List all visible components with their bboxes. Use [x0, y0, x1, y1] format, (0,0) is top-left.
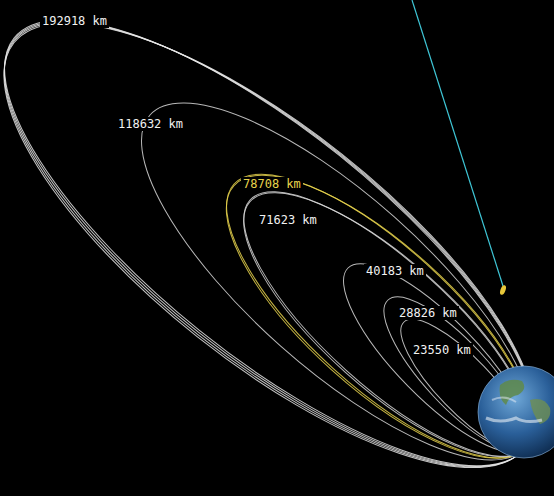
orbit-apogee-label: 40183 km: [364, 264, 426, 278]
earth-globe: [478, 366, 554, 458]
orbit-apogee-label: 78708 km: [241, 177, 303, 191]
orbit-ellipse: [186, 132, 554, 496]
orbit-ellipse: [187, 132, 554, 496]
orbit-apogee-label: 28826 km: [397, 306, 459, 320]
orbit-apogee-label: 23550 km: [411, 343, 473, 357]
orbit-apogee-label: 192918 km: [40, 14, 109, 28]
orbit-apogee-label: 118632 km: [116, 117, 185, 131]
trajectory-line: [412, 0, 503, 286]
orbit-ellipse: [93, 51, 554, 496]
spacecraft-marker: [499, 284, 507, 295]
orbit-apogee-label: 71623 km: [257, 213, 319, 227]
